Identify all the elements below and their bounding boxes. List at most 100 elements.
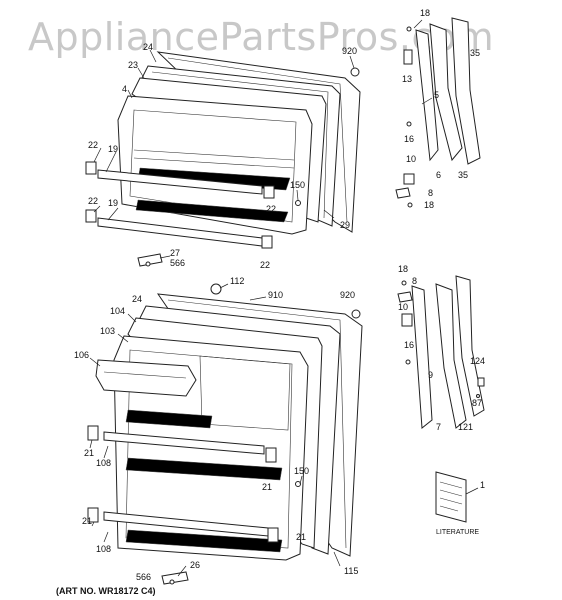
shelf-cap-right-upper <box>263 185 275 199</box>
freezer-liner-recess <box>129 109 297 223</box>
fresh-food-shelf-floor-2 <box>125 457 283 481</box>
callout-19-a: 19 <box>108 144 118 154</box>
leader-18a <box>413 19 423 29</box>
leader-23 <box>137 67 145 79</box>
callout-18-lower: 18 <box>424 200 434 210</box>
callout-150-b: 150 <box>294 466 309 476</box>
callout-22-b: 22 <box>266 204 276 214</box>
leader-108b <box>103 531 109 543</box>
callout-920-b: 920 <box>340 290 355 300</box>
callout-10: 10 <box>406 154 416 164</box>
fresh-food-shelf-bar-upper <box>103 431 265 455</box>
leader-21a <box>89 439 93 449</box>
callout-4: 4 <box>122 84 127 94</box>
callout-6: 6 <box>436 170 441 180</box>
art-number-caption: (ART NO. WR18172 C4) <box>56 586 156 596</box>
callout-22-a: 22 <box>88 140 98 150</box>
handle-screw-18-top <box>406 26 412 32</box>
leader-24a <box>149 49 157 63</box>
callout-23: 23 <box>128 60 138 70</box>
door-stop-screw <box>145 261 151 267</box>
shelf-cap-21-right-upper <box>265 447 277 463</box>
shelf-cap-21-left-lower <box>87 507 99 523</box>
callout-29: 29 <box>340 220 350 230</box>
watermark: AppliancePartsPros.com <box>28 15 494 59</box>
fresh-food-plug-button <box>351 309 361 319</box>
leader-4 <box>127 89 133 99</box>
callout-19-b: 19 <box>108 198 118 208</box>
fresh-food-stop-screw <box>295 481 301 487</box>
shelf-cap-21-left-upper <box>87 425 99 441</box>
handle-end-cap-10-lower <box>401 313 413 327</box>
callout-35-top: 35 <box>470 48 480 58</box>
stop-screw <box>295 200 301 206</box>
shelf-cap-21-right-lower <box>267 527 279 543</box>
callout-10-b: 10 <box>398 302 408 312</box>
freezer-shelf-floor-lower <box>135 199 289 223</box>
callout-108-a: 108 <box>96 458 111 468</box>
shelf-cap-right-lower <box>261 235 273 249</box>
leader-lines <box>89 19 479 577</box>
leader-920a <box>349 55 355 69</box>
freezer-handle-bar <box>429 23 463 162</box>
fresh-food-handle-bar <box>435 283 467 429</box>
freezer-liner-rib-1 <box>133 149 295 161</box>
callout-106: 106 <box>74 350 89 360</box>
handle-screw-16 <box>406 121 412 127</box>
callout-22-d: 22 <box>260 260 270 270</box>
shelf-cap-left-upper <box>85 161 97 175</box>
literature-text-lines <box>439 481 463 512</box>
plug-button-112 <box>210 283 222 295</box>
freezer-outer-door-edge <box>167 57 348 223</box>
handle-clip-8-lower <box>397 291 413 303</box>
callout-87: 87 <box>472 398 482 408</box>
fresh-food-handle-assembly <box>397 275 485 429</box>
callout-8-b: 8 <box>412 276 417 286</box>
leader-29 <box>323 209 335 219</box>
leader-104 <box>127 313 137 323</box>
leader-106 <box>89 357 101 367</box>
callout-920: 920 <box>342 46 357 56</box>
freezer-handle-mount <box>415 29 439 162</box>
callout-103: 103 <box>100 326 115 336</box>
callout-21-c: 21 <box>82 516 92 526</box>
handle-cap-13 <box>403 49 413 65</box>
freezer-handle-trim <box>451 17 481 165</box>
leader-1 <box>465 487 479 495</box>
leader-19a <box>105 151 117 173</box>
callout-24-b: 24 <box>132 294 142 304</box>
leader-5 <box>421 97 433 105</box>
freezer-gasket-inner <box>151 71 329 219</box>
callout-27: 27 <box>170 248 180 258</box>
handle-insert-124 <box>477 377 485 387</box>
leader-21c <box>91 521 95 527</box>
handle-screw-16-lower <box>405 359 411 365</box>
callout-112: 112 <box>230 276 244 286</box>
callout-124: 124 <box>470 356 485 366</box>
fresh-food-handle-trim <box>455 275 485 417</box>
leader-108a <box>103 445 109 459</box>
fresh-food-outer-door-edge <box>167 299 347 549</box>
leader-22c <box>93 205 101 213</box>
handle-screw-87 <box>476 394 480 398</box>
leader-910 <box>249 296 267 301</box>
callout-104: 104 <box>110 306 125 316</box>
callout-8: 8 <box>428 188 433 198</box>
freezer-liner-rib-2 <box>133 157 295 169</box>
leader-112 <box>219 283 229 289</box>
callout-1: 1 <box>480 480 485 490</box>
callout-108-b: 108 <box>96 544 111 554</box>
fresh-food-shelf-floor-1 <box>125 409 213 429</box>
callout-566-b: 566 <box>136 572 151 582</box>
leader-19b <box>107 207 119 221</box>
fresh-food-door-stop-screw <box>169 579 175 585</box>
literature-booklet: LITERATURE <box>435 471 479 536</box>
callout-9: 9 <box>428 370 433 380</box>
callout-121: 121 <box>458 422 473 432</box>
leader-103 <box>117 333 129 343</box>
leader-26 <box>177 565 187 577</box>
freezer-plug-button <box>350 67 360 77</box>
callout-35-bottom: 35 <box>458 170 468 180</box>
shelf-cap-left-lower <box>85 209 97 223</box>
